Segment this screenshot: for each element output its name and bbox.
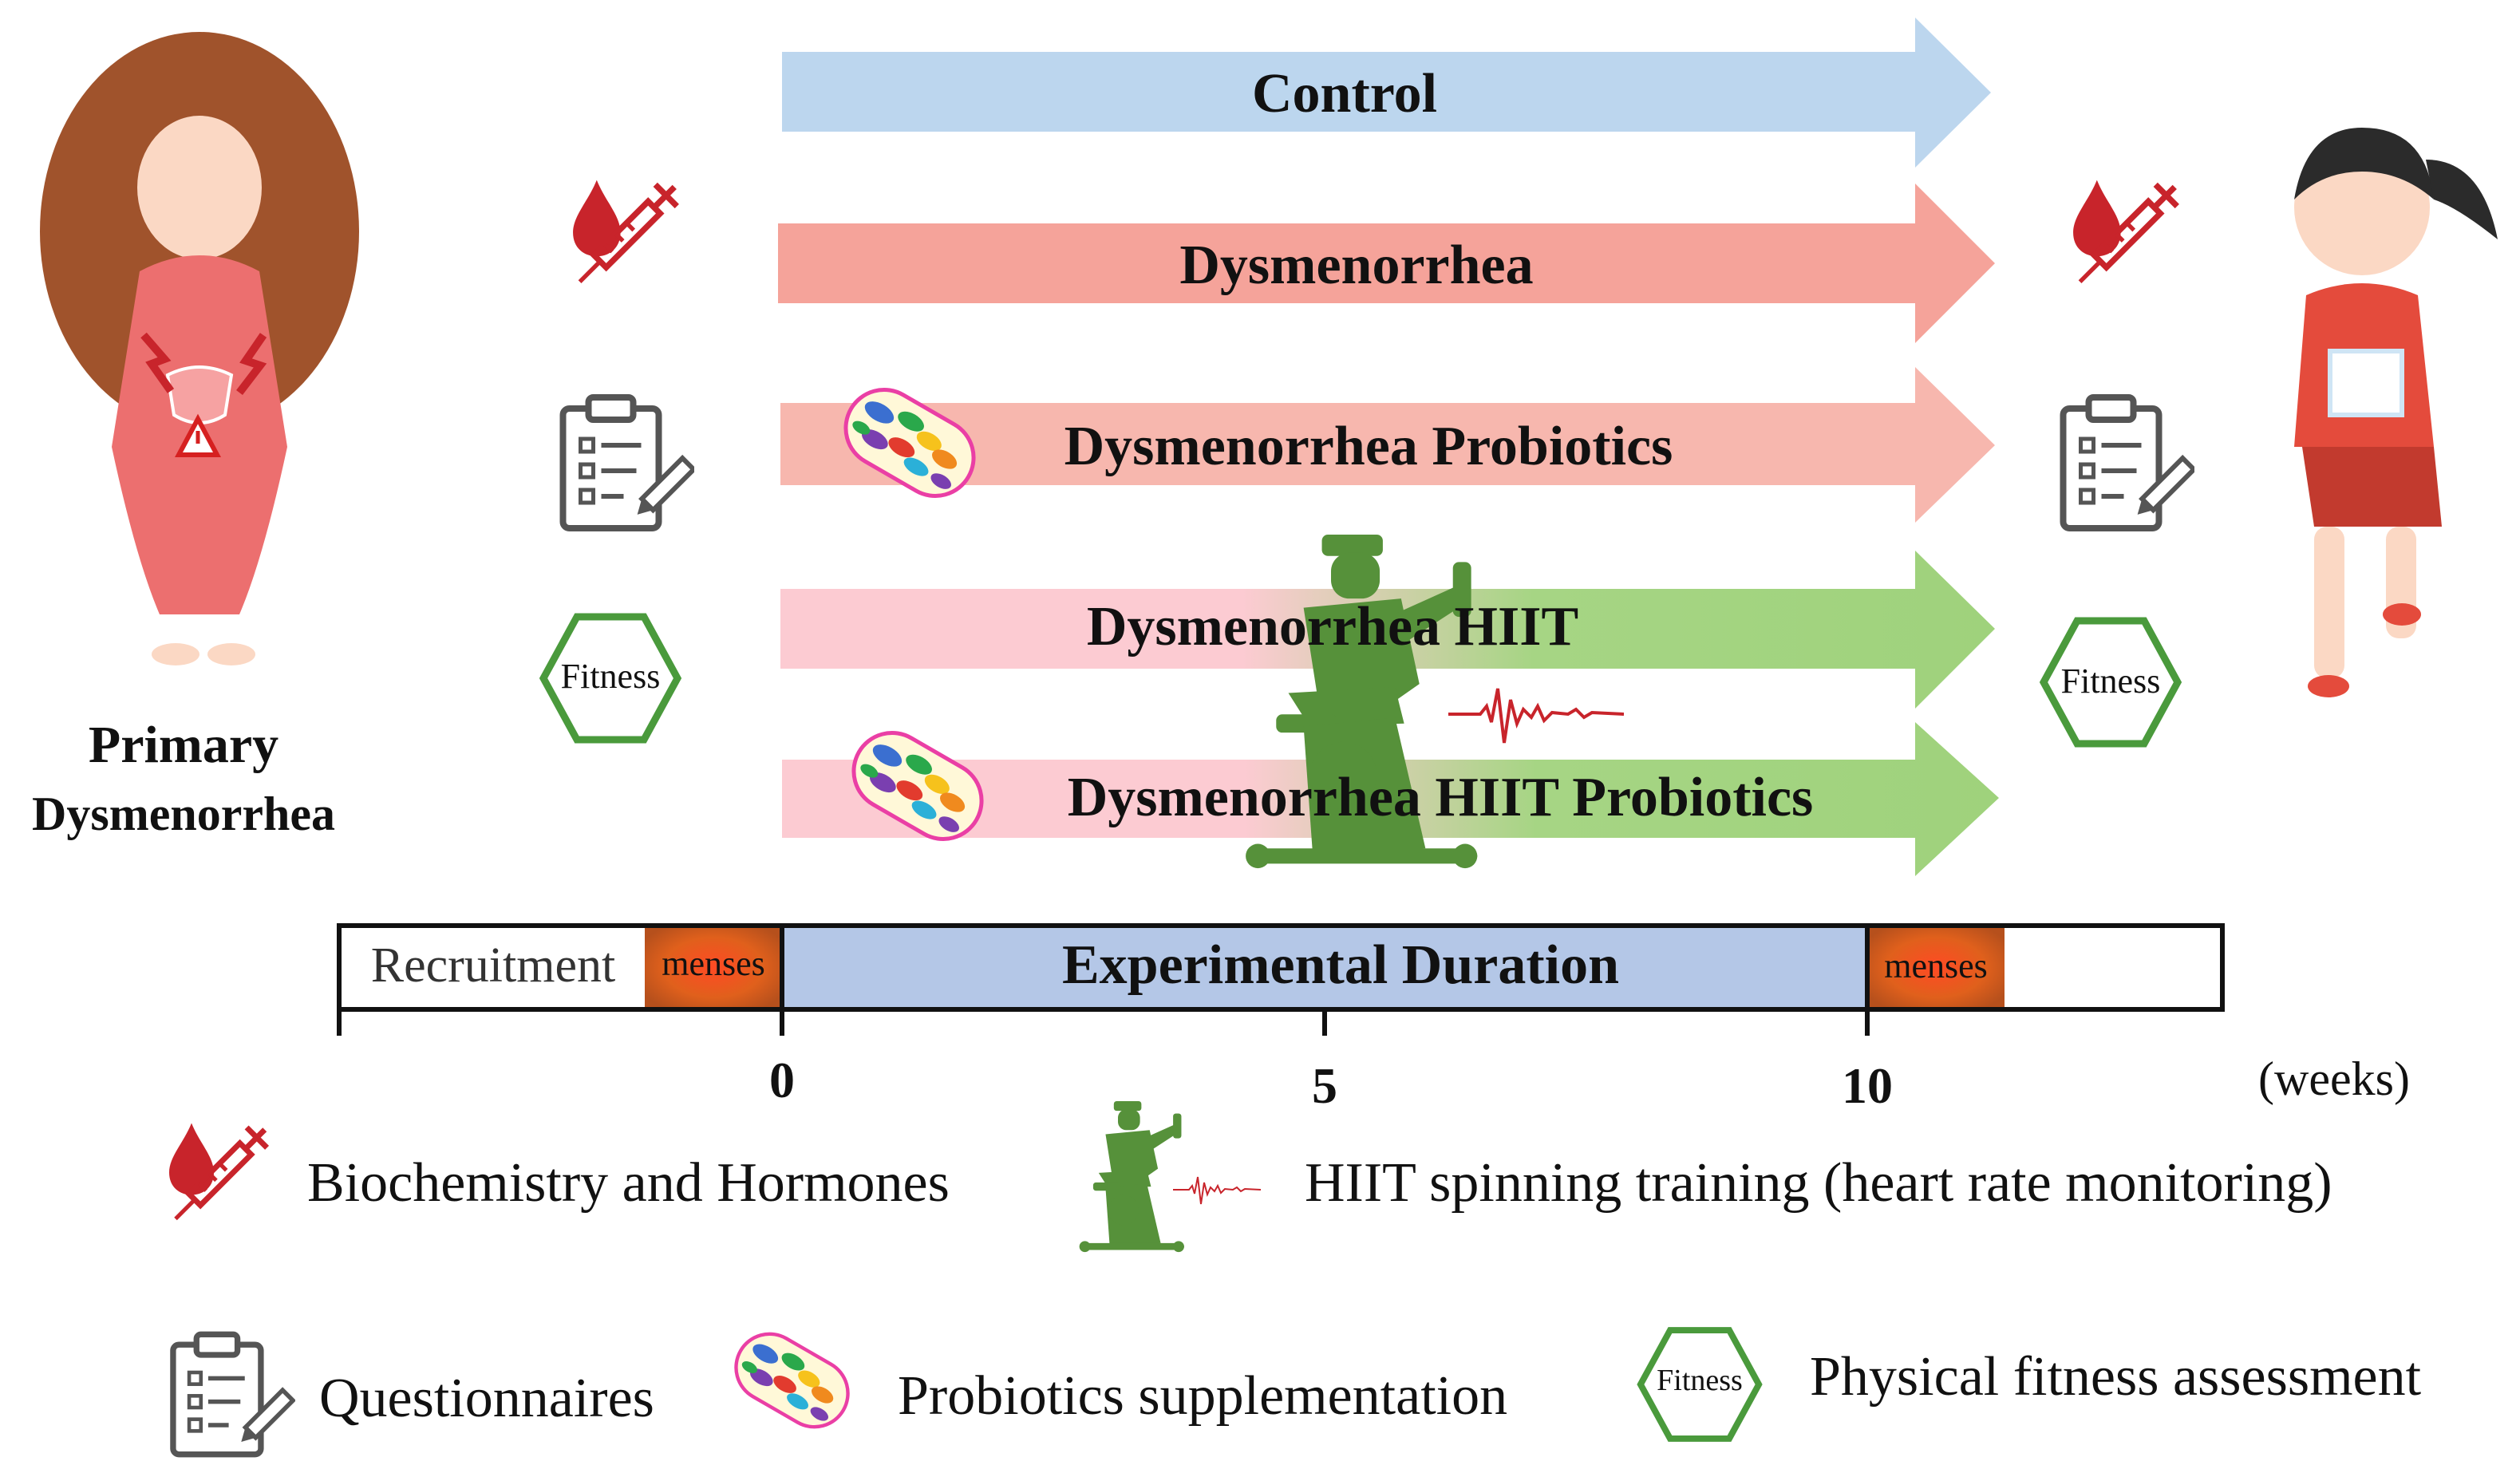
group-label-dysmenorrhea-hiit-probiotics: Dysmenorrhea HIIT Probiotics [1068, 767, 1814, 828]
legend-biochemistry: Biochemistry and Hormones [307, 1152, 950, 1214]
weeks-unit-label: (weeks) [2258, 1052, 2410, 1105]
arrow-dysmenorrhea [778, 184, 1995, 343]
heart-rate-icon [1448, 687, 1624, 744]
timeline-border [337, 923, 2225, 1012]
group-label-dysmenorrhea-probiotics: Dysmenorrhea Probiotics [1064, 416, 1673, 477]
menses-period-2 [1867, 926, 2005, 1009]
race-bib [2328, 349, 2404, 417]
experimental-duration-label: Experimental Duration [1062, 934, 1619, 996]
fitness-label-left: Fitness [561, 657, 661, 696]
face-shape [137, 116, 262, 259]
menses-period-1 [645, 926, 782, 1009]
hair-shape [2294, 128, 2434, 199]
clipboard-icon [563, 397, 694, 528]
arrow-dysmenorrhea-probiotics [780, 367, 1995, 523]
blood-syringe-icon [165, 1120, 275, 1229]
clipboard-icon [2064, 397, 2194, 528]
tick-label-5: 5 [1312, 1057, 1337, 1114]
experimental-period [782, 926, 1867, 1009]
group-label-dysmenorrhea-hiit: Dysmenorrhea HIIT [1087, 596, 1578, 657]
probiotic-capsule-icon [724, 1321, 860, 1439]
blood-syringe-icon [569, 176, 685, 293]
tick-label-0: 0 [769, 1052, 795, 1108]
foot-shape [152, 643, 199, 665]
foot-shape [207, 643, 255, 665]
arrow-control [782, 18, 1991, 168]
probiotic-capsule-icon [831, 376, 987, 510]
menses-label-2: menses [1884, 946, 1988, 985]
timeline: Recruitment menses Experimental Duration… [337, 923, 2410, 1114]
legend-probiotics: Probiotics supplementation [898, 1365, 1507, 1427]
tick-label-10: 10 [1842, 1057, 1893, 1114]
legend-fitness-icon-label: Fitness [1657, 1364, 1743, 1397]
legend-hiit: HIIT spinning training (heart rate monit… [1305, 1152, 2332, 1214]
clipboard-icon [173, 1334, 293, 1454]
menses-label-1: menses [662, 944, 765, 983]
uterus-shape [165, 365, 234, 425]
legend-questionnaires: Questionnaires [319, 1368, 654, 1429]
shoe-shape [2308, 675, 2349, 697]
shoe-shape [2383, 603, 2421, 626]
blood-syringe-icon [2069, 176, 2186, 293]
healthy-runner-illustration [2294, 128, 2498, 697]
subject-subtitle: Dysmenorrhea [32, 788, 335, 840]
recruitment-label: Recruitment [371, 938, 615, 993]
leg-shape [2314, 527, 2344, 678]
spinning-bike-icon [1079, 1101, 1184, 1253]
ponytail-shape [2426, 160, 2498, 239]
pain-bolt-icon [140, 332, 175, 393]
group-label-dysmenorrhea: Dysmenorrhea [1179, 235, 1533, 296]
fitness-label-right: Fitness [2061, 661, 2161, 701]
shorts-shape [2302, 447, 2442, 527]
heart-rate-icon [1173, 1175, 1261, 1206]
legend-fitness: Physical fitness assessment [1810, 1346, 2422, 1408]
group-label-control: Control [1252, 63, 1437, 124]
legend: Biochemistry and Hormones HIIT spinning … [165, 1101, 2422, 1455]
pain-bolt-icon [236, 333, 267, 396]
subject-title: Primary [89, 716, 278, 774]
dysmenorrhea-girl-illustration [40, 32, 359, 665]
